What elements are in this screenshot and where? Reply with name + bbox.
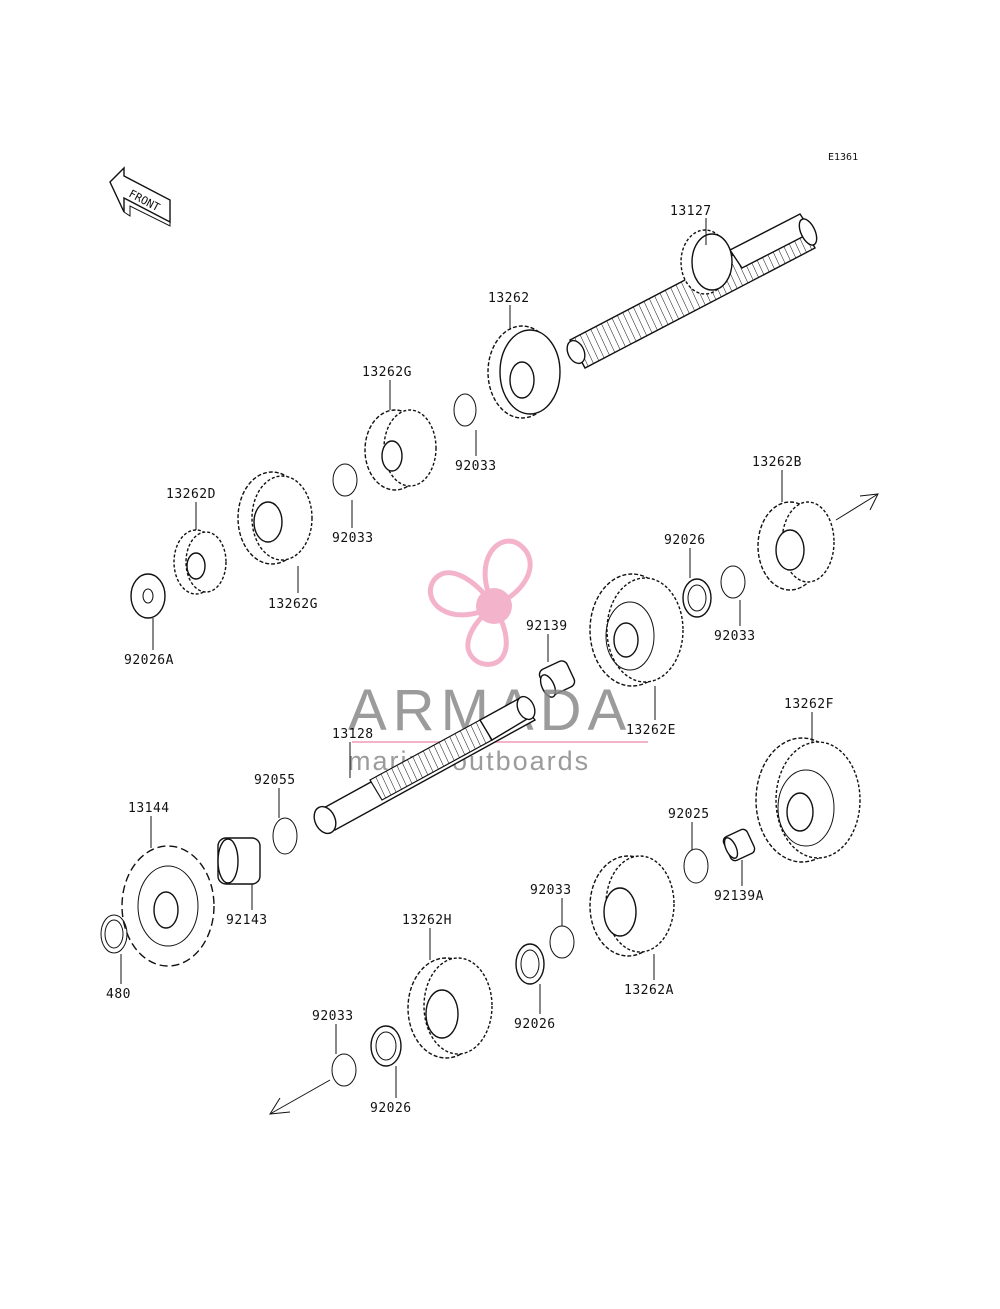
gear-13262g-bottom (237, 471, 313, 565)
label-92055: 92055 (254, 773, 296, 788)
circlip-92033-d (549, 925, 575, 959)
propeller-logo-icon (427, 538, 533, 667)
label-13262: 13262 (488, 291, 530, 306)
watermark: ARMADA marine outboards (348, 538, 648, 776)
circlip-92033-a (453, 393, 477, 427)
label-92139: 92139 (526, 619, 568, 634)
circlip-480 (100, 914, 128, 954)
washer-92026-a (682, 578, 712, 618)
circlip-92033-e (269, 1053, 357, 1115)
gear-13262 (487, 325, 561, 419)
label-13262f: 13262F (784, 697, 834, 712)
label-13144: 13144 (128, 801, 170, 816)
circlip-92033-c (720, 565, 746, 599)
label-13262d: 13262D (166, 487, 216, 502)
bushing-92139 (538, 660, 576, 698)
washer-92026-b (515, 943, 545, 985)
label-480: 480 (106, 987, 131, 1002)
shaft-13128 (313, 695, 537, 835)
sprocket-13144 (121, 845, 215, 967)
o-ring-92055 (272, 817, 298, 855)
label-92033-d: 92033 (530, 883, 572, 898)
gear-13262d (173, 529, 227, 595)
label-13262g-bottom: 13262G (268, 597, 318, 612)
label-13128: 13128 (332, 727, 374, 742)
circlip-92033-b (332, 463, 358, 497)
bushing-92139a (722, 828, 756, 862)
label-92026-a: 92026 (664, 533, 706, 548)
label-13262e: 13262E (626, 723, 676, 738)
label-92033-e: 92033 (312, 1009, 354, 1024)
label-92025: 92025 (668, 807, 710, 822)
label-13262g-top: 13262G (362, 365, 412, 380)
shaft-13127 (566, 213, 818, 369)
label-92026a: 92026A (124, 653, 174, 668)
washer-92025 (683, 848, 709, 884)
label-13127: 13127 (670, 204, 712, 219)
label-92033-b: 92033 (332, 531, 374, 546)
gear-13262a (589, 855, 675, 957)
washer-92026-c (370, 1025, 402, 1067)
label-92026-c: 92026 (370, 1101, 412, 1116)
gear-13262h (407, 957, 493, 1059)
washer-92026a (130, 573, 166, 619)
label-13262h: 13262H (402, 913, 452, 928)
label-92139a: 92139A (714, 889, 764, 904)
label-13262b: 13262B (752, 455, 802, 470)
label-92033-a: 92033 (455, 459, 497, 474)
label-92143: 92143 (226, 913, 268, 928)
gear-13262b (757, 493, 879, 591)
gear-13262e (589, 573, 684, 687)
bushing-92143 (217, 837, 261, 885)
front-arrow-icon: FRONT (109, 166, 171, 227)
label-92033-c: 92033 (714, 629, 756, 644)
label-92026-b: 92026 (514, 1017, 556, 1032)
gear-13262f (755, 737, 861, 863)
diagram-code: E1361 (828, 152, 858, 163)
gear-13262g-top (364, 409, 437, 491)
label-13262a: 13262A (624, 983, 674, 998)
